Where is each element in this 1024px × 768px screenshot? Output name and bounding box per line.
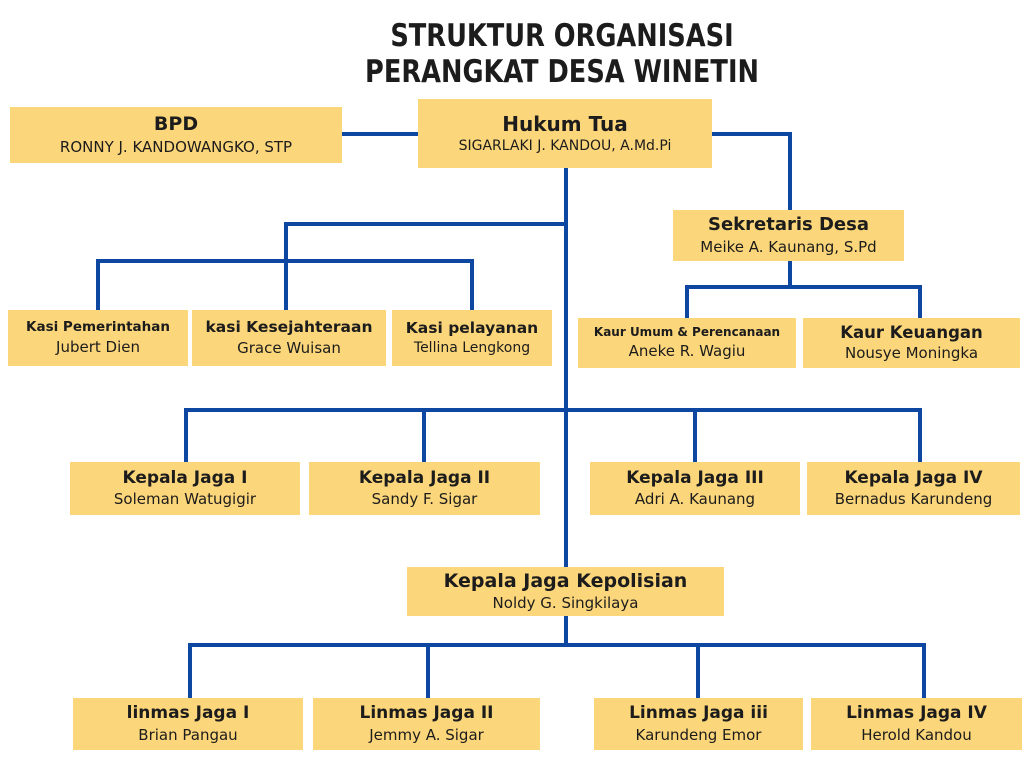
node-person: SIGARLAKI J. KANDOU, A.Md.Pi	[458, 137, 672, 154]
chart-title-line-2: PERANGKAT DESA WINETIN	[365, 54, 759, 90]
connector-kepala-jaga-branch	[184, 408, 922, 464]
node-kasi-kesejahteraan: kasi Kesejahteraan Grace Wuisan	[192, 310, 386, 366]
node-linmas-1: linmas Jaga I Brian Pangau	[73, 698, 303, 750]
node-person: Noldy G. Singkilaya	[492, 594, 639, 613]
node-kepala-jaga-2: Kepala Jaga II Sandy F. Sigar	[309, 462, 540, 515]
chart-title-line-1: STRUKTUR ORGANISASI	[390, 18, 734, 54]
node-role: BPD	[153, 113, 199, 136]
node-person: Adri A. Kaunang	[634, 490, 756, 509]
node-person: Herold Kandou	[861, 725, 972, 744]
node-person: Jubert Dien	[56, 337, 140, 356]
node-role: Kepala Jaga II	[358, 467, 491, 488]
connector-hukum-tua-sekretaris	[710, 132, 792, 212]
node-linmas-2: Linmas Jaga II Jemmy A. Sigar	[313, 698, 540, 750]
node-person: Aneke R. Wagiu	[628, 341, 746, 360]
node-kepala-jaga-kepolisian: Kepala Jaga Kepolisian Noldy G. Singkila…	[407, 567, 724, 616]
node-person: Nousye Moningka	[844, 344, 979, 363]
node-person: Soleman Watugigir	[113, 490, 257, 509]
node-kepala-jaga-4: Kepala Jaga IV Bernadus Karundeng	[807, 462, 1020, 515]
node-person: Grace Wuisan	[237, 338, 341, 357]
node-role: Linmas Jaga iii	[629, 703, 768, 724]
node-role: Kepala Jaga III	[626, 467, 764, 488]
node-person: RONNY J. KANDOWANGKO, STP	[59, 137, 293, 156]
node-role: Kasi Pemerintahan	[26, 319, 170, 336]
node-role: linmas Jaga I	[126, 703, 250, 724]
node-role: kasi Kesejahteraan	[205, 318, 373, 337]
node-role: Sekretaris Desa	[707, 214, 869, 236]
node-role: Kaur Keuangan	[840, 322, 983, 342]
node-person: Sandy F. Sigar	[371, 490, 478, 509]
node-role: Hukum Tua	[502, 111, 628, 136]
node-kasi-pelayanan: Kasi pelayanan Tellina Lengkong	[392, 310, 552, 366]
node-role: Kaur Umum & Perencanaan	[593, 325, 781, 340]
chart-title: STRUKTUR ORGANISASI PERANGKAT DESA WINET…	[286, 18, 838, 90]
node-kepala-jaga-1: Kepala Jaga I Soleman Watugigir	[70, 462, 300, 515]
node-kaur-umum: Kaur Umum & Perencanaan Aneke R. Wagiu	[578, 318, 796, 368]
node-role: Kepala Jaga Kepolisian	[443, 569, 688, 592]
node-person: Tellina Lengkong	[413, 339, 531, 356]
connector-kaur-branch	[685, 258, 922, 320]
node-person: Jemmy A. Sigar	[369, 725, 484, 744]
node-kasi-pemerintahan: Kasi Pemerintahan Jubert Dien	[8, 310, 188, 366]
node-kaur-keuangan: Kaur Keuangan Nousye Moningka	[803, 318, 1020, 368]
node-sekretaris-desa: Sekretaris Desa Meike A. Kaunang, S.Pd	[673, 210, 904, 261]
node-bpd: BPD RONNY J. KANDOWANGKO, STP	[10, 107, 342, 163]
node-role: Kepala Jaga IV	[844, 467, 983, 488]
node-person: Brian Pangau	[138, 725, 238, 744]
node-person: Meike A. Kaunang, S.Pd	[700, 237, 877, 256]
node-role: Kasi pelayanan	[405, 318, 539, 337]
node-kepala-jaga-3: Kepala Jaga III Adri A. Kaunang	[590, 462, 800, 515]
node-role: Linmas Jaga IV	[846, 703, 987, 724]
node-linmas-3: Linmas Jaga iii Karundeng Emor	[594, 698, 803, 750]
node-role: Linmas Jaga II	[359, 703, 494, 724]
node-hukum-tua: Hukum Tua SIGARLAKI J. KANDOU, A.Md.Pi	[418, 99, 712, 168]
node-person: Bernadus Karundeng	[834, 490, 993, 509]
node-linmas-4: Linmas Jaga IV Herold Kandou	[811, 698, 1022, 750]
connector-linmas-branch	[188, 614, 926, 700]
connector-kasi-branch	[96, 222, 568, 312]
node-role: Kepala Jaga I	[122, 467, 248, 488]
node-person: Karundeng Emor	[635, 725, 762, 744]
